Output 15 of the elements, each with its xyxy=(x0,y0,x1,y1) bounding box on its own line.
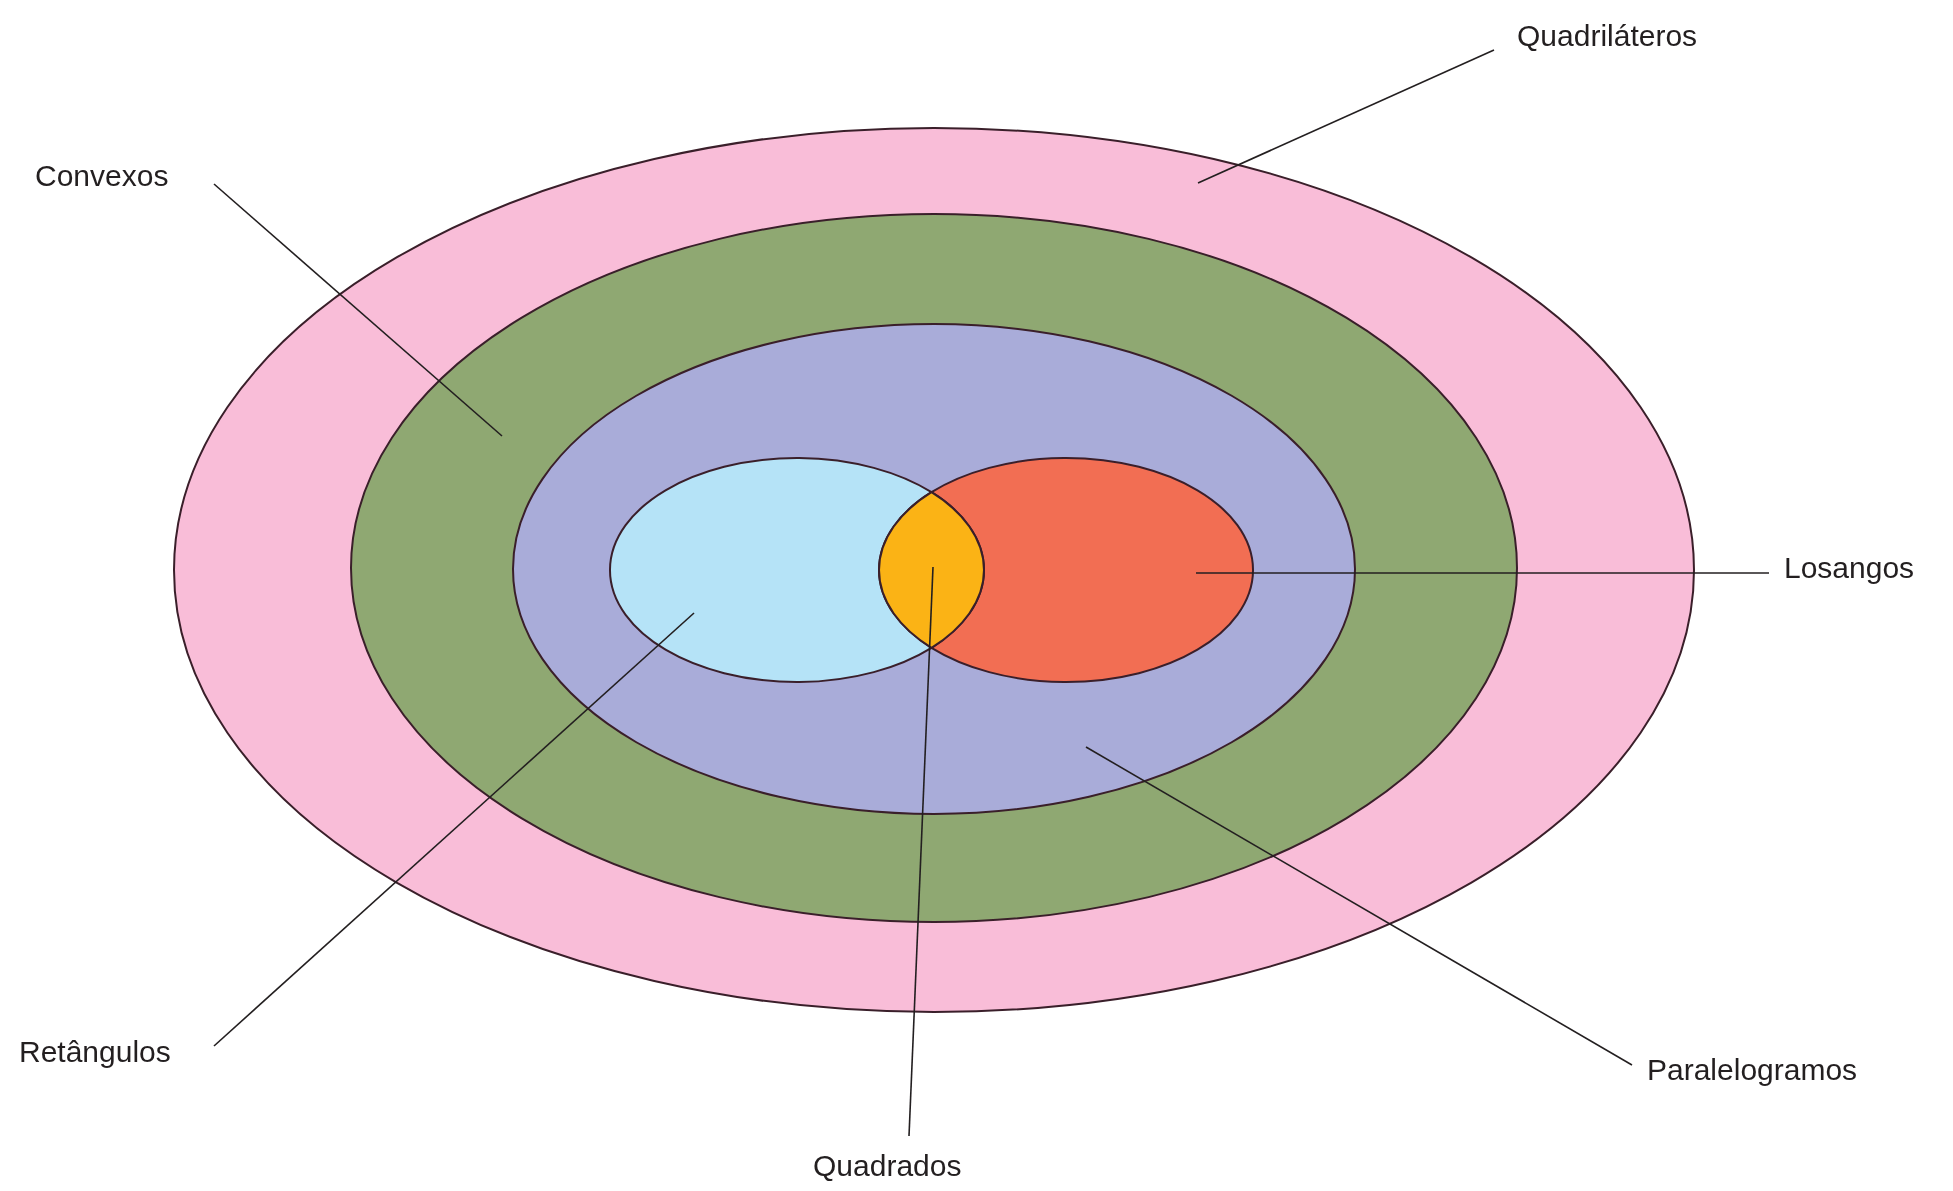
shape-label: Quadrados xyxy=(813,1148,962,1184)
shape-label: Paralelogramos xyxy=(1647,1052,1858,1088)
shape-label: Retângulos xyxy=(19,1034,171,1070)
leader-line xyxy=(1085,746,1633,1066)
set-ellipse xyxy=(512,323,1356,815)
shape-label: Convexos xyxy=(35,158,169,194)
set-ellipse xyxy=(173,127,1695,1013)
leader-line xyxy=(213,612,695,1047)
shape-label: Quadriláteros xyxy=(1517,18,1698,54)
leader-line xyxy=(1197,49,1495,184)
shape-label: Losangos xyxy=(1784,550,1915,586)
leader-line xyxy=(908,566,934,1137)
leader-line xyxy=(1195,572,1770,574)
set-ellipse xyxy=(350,213,1518,923)
leader-line xyxy=(213,183,503,437)
